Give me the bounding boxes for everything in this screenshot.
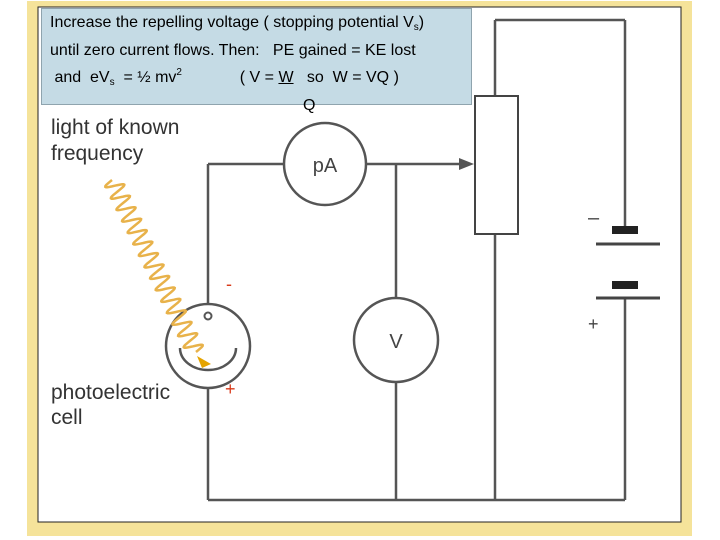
photoelectric-cell <box>164 302 252 390</box>
anode-sign: + <box>225 379 236 399</box>
battery-short-plate-1 <box>612 226 638 234</box>
light-label-line1: light of known <box>51 116 179 139</box>
caption-line-2: until zero current flows. Then: PE gaine… <box>50 41 416 59</box>
wiper-arrowhead <box>459 158 474 170</box>
circuit-wires <box>206 18 627 502</box>
light-arrowhead <box>197 356 211 368</box>
voltmeter-label: V <box>389 331 403 353</box>
cathode-sign: - <box>226 274 232 294</box>
caption-line-3: and eVs = ½ mv2 ( V = W so W = VQ ) <box>50 67 399 88</box>
battery-minus-sign: – <box>588 207 600 229</box>
rheostat <box>474 95 519 235</box>
light-label-line2: frequency <box>51 142 144 165</box>
cell-label-line1: photoelectric <box>51 381 170 404</box>
cathode-plate <box>178 347 238 372</box>
caption-box: Increase the repelling voltage ( stoppin… <box>41 8 472 114</box>
caption-line-1: Increase the repelling voltage ( stoppin… <box>50 14 425 33</box>
caption-line-4: Q <box>303 96 316 114</box>
battery-short-plate-2 <box>612 281 638 289</box>
cell-envelope <box>164 302 252 390</box>
ammeter <box>282 121 368 207</box>
battery <box>596 226 660 300</box>
battery-plus-sign: + <box>588 314 599 334</box>
anode-terminal <box>203 311 213 321</box>
light-wave <box>103 179 205 353</box>
cell-label-line2: cell <box>51 406 83 429</box>
voltmeter <box>352 296 440 384</box>
ammeter-label: pA <box>313 155 338 177</box>
